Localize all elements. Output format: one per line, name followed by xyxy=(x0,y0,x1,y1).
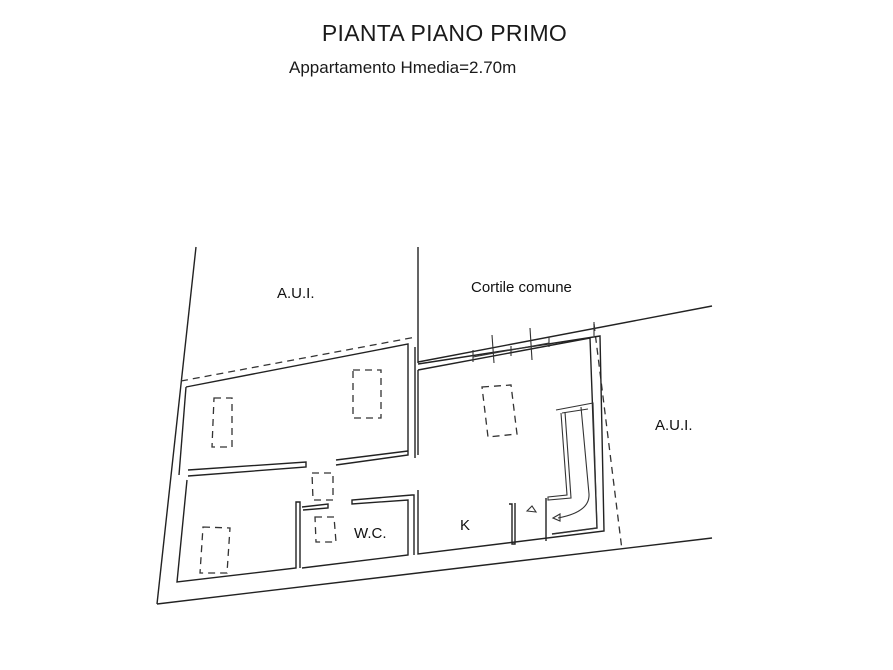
label-aui-right: A.U.I. xyxy=(655,417,693,434)
site-boundaries xyxy=(156,246,713,605)
window-marks xyxy=(472,322,595,364)
room-kitchen xyxy=(417,335,605,555)
room-living xyxy=(178,343,416,477)
drawing-title: PIANTA PIANO PRIMO xyxy=(321,20,568,46)
label-cortile-comune: Cortile comune xyxy=(471,279,572,296)
room-bedroom xyxy=(176,472,334,583)
label-aui-top: A.U.I. xyxy=(277,285,315,302)
drawing-subtitle: Appartamento Hmedia=2.70m xyxy=(289,58,517,77)
label-kitchen: K xyxy=(460,517,471,534)
room-wc xyxy=(301,494,415,569)
label-wc: W.C. xyxy=(354,525,387,542)
